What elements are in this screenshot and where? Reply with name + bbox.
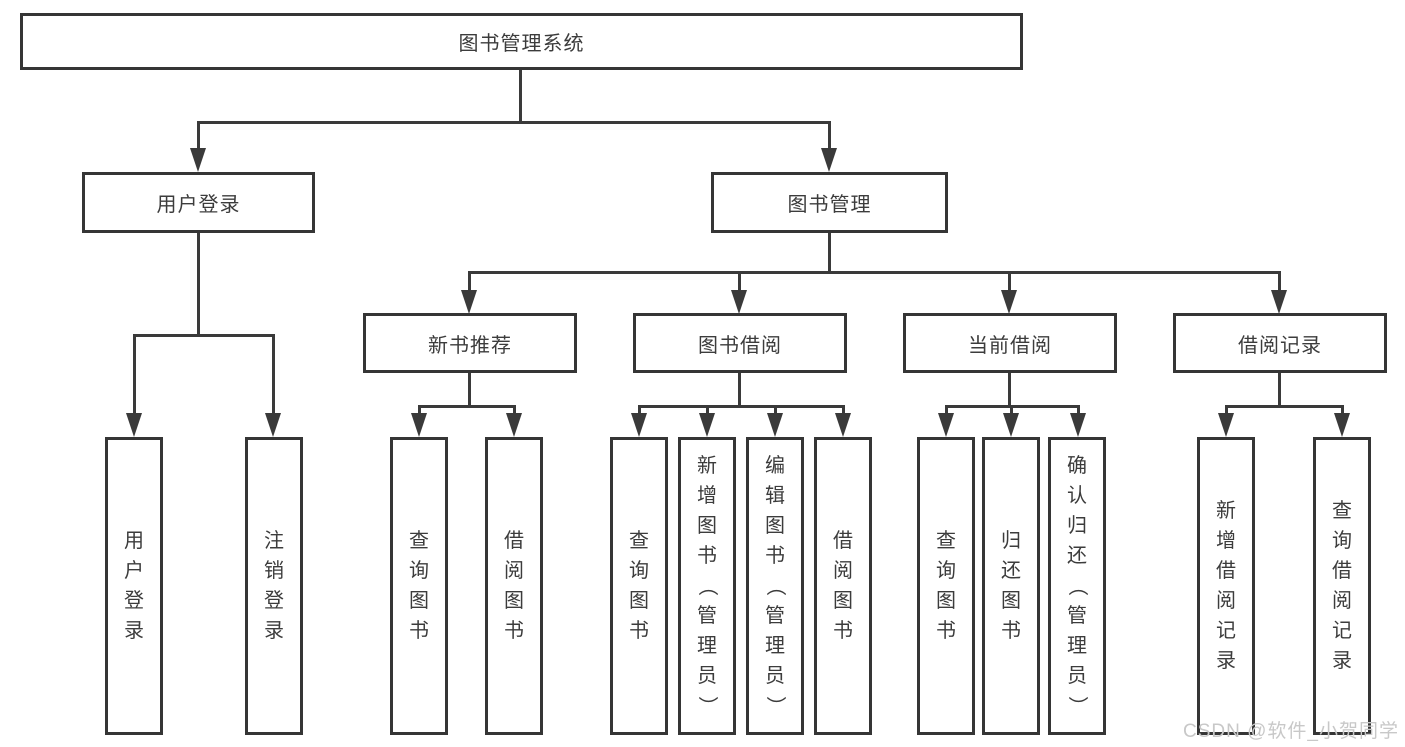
arrowhead-down-icon: [631, 413, 647, 437]
connector-drop: [706, 405, 709, 415]
connector-drop-new-book: [468, 271, 471, 291]
node-current-borrow: 当前借阅: [903, 313, 1117, 373]
node-book-management-label: 图书管理: [787, 194, 872, 216]
connector-drop: [418, 405, 421, 415]
connector-drop-book-management: [828, 121, 831, 151]
connector-drop: [774, 405, 777, 415]
node-borrow-records: 借阅记录: [1173, 313, 1387, 373]
node-root-label: 图书管理系统: [458, 33, 585, 55]
leaf-add-borrow-record: 新增借阅记录: [1197, 437, 1255, 735]
node-user-login-label: 用户登录: [156, 194, 241, 216]
connector-book-management-bar: [468, 271, 1281, 274]
connector-drop: [513, 405, 516, 415]
leaf-query-borrow-record: 查询借阅记录: [1313, 437, 1371, 735]
connector-user-login-stem: [197, 232, 200, 336]
arrowhead-down-icon: [938, 413, 954, 437]
connector-book-borrow-stem: [738, 372, 741, 407]
connector-drop: [1010, 405, 1013, 415]
connector-root-bar: [197, 121, 831, 124]
connector-drop: [842, 405, 845, 415]
connector-drop: [945, 405, 948, 415]
connector-drop-leaf-logout: [272, 334, 275, 414]
node-book-borrow-label: 图书借阅: [698, 334, 782, 357]
connector-borrow-records-stem: [1278, 372, 1281, 407]
node-root: 图书管理系统: [20, 13, 1023, 70]
connector-drop: [638, 405, 641, 415]
connector-current-borrow-stem: [1008, 372, 1011, 407]
arrowhead-down-icon: [731, 290, 747, 314]
leaf-borrow-books-1: 借阅图书: [485, 437, 543, 735]
node-book-management: 图书管理: [711, 172, 948, 233]
connector-drop-user-login: [197, 121, 200, 151]
connector-drop-borrow-records: [1278, 271, 1281, 291]
leaf-return-books: 归还图书: [982, 437, 1040, 735]
node-current-borrow-label: 当前借阅: [968, 334, 1052, 357]
leaf-borrow-books-2: 借阅图书: [814, 437, 872, 735]
connector-drop: [1077, 405, 1080, 415]
leaf-add-books-admin: 新增图书（管理员）: [678, 437, 736, 735]
arrowhead-down-icon: [506, 413, 522, 437]
node-borrow-records-label: 借阅记录: [1238, 334, 1322, 357]
arrowhead-down-icon: [767, 413, 783, 437]
arrowhead-down-icon: [1003, 413, 1019, 437]
node-user-login: 用户登录: [82, 172, 315, 233]
leaf-edit-books-admin: 编辑图书（管理员）: [746, 437, 804, 735]
node-new-book-recommend-label: 新书推荐: [428, 334, 512, 357]
connector-new-book-bar: [418, 405, 516, 408]
arrowhead-down-icon: [1070, 413, 1086, 437]
arrowhead-down-icon: [265, 413, 281, 437]
arrowhead-down-icon: [190, 148, 206, 172]
arrowhead-down-icon: [1334, 413, 1350, 437]
arrowhead-down-icon: [835, 413, 851, 437]
connector-root-stem: [519, 69, 522, 123]
node-new-book-recommend: 新书推荐: [363, 313, 577, 373]
connector-borrow-records-bar: [1225, 405, 1344, 408]
connector-drop-book-borrow: [738, 271, 741, 291]
arrowhead-down-icon: [461, 290, 477, 314]
leaf-query-books-1: 查询图书: [390, 437, 448, 735]
arrowhead-down-icon: [1218, 413, 1234, 437]
arrowhead-down-icon: [126, 413, 142, 437]
arrowhead-down-icon: [411, 413, 427, 437]
leaf-query-books-3: 查询图书: [917, 437, 975, 735]
arrowhead-down-icon: [821, 148, 837, 172]
watermark: CSDN @软件_小贺同学: [1183, 721, 1399, 742]
connector-drop: [1225, 405, 1228, 415]
arrowhead-down-icon: [699, 413, 715, 437]
connector-new-book-stem: [468, 372, 471, 407]
node-book-borrow: 图书借阅: [633, 313, 847, 373]
connector-drop-leaf-user-login: [133, 334, 136, 414]
connector-book-management-stem: [828, 232, 831, 273]
leaf-confirm-return-admin: 确认归还（管理员）: [1048, 437, 1106, 735]
connector-book-borrow-bar: [638, 405, 845, 408]
connector-drop: [1341, 405, 1344, 415]
leaf-query-books-2: 查询图书: [610, 437, 668, 735]
arrowhead-down-icon: [1271, 290, 1287, 314]
connector-drop-current-borrow: [1008, 271, 1011, 291]
connector-user-login-bar: [133, 334, 275, 337]
leaf-user-login: 用户登录: [105, 437, 163, 735]
arrowhead-down-icon: [1001, 290, 1017, 314]
leaf-logout: 注销登录: [245, 437, 303, 735]
